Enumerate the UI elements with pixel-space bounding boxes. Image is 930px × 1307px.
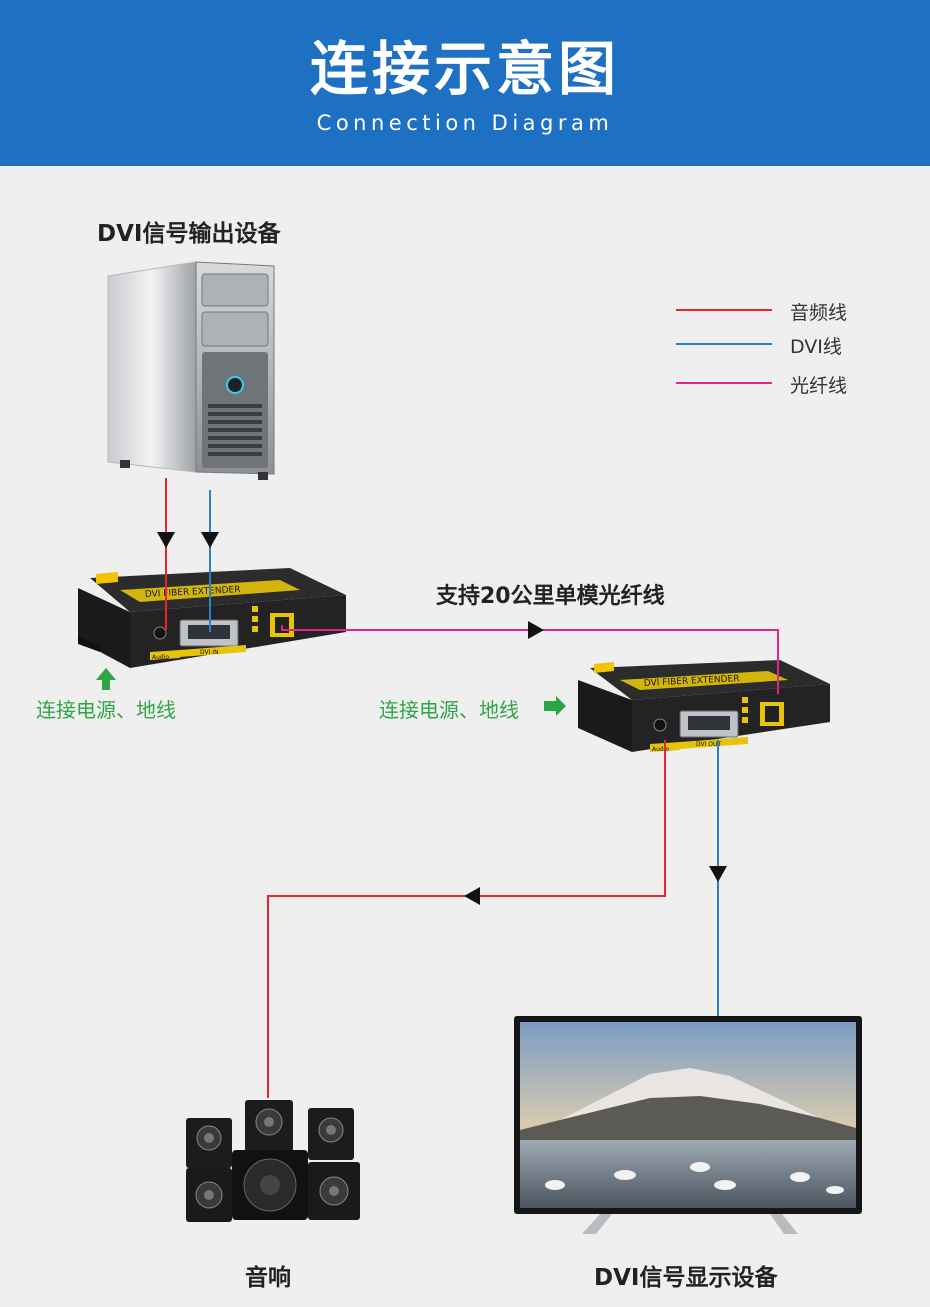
computer-tower	[107, 261, 275, 480]
arrow-up-green-icon	[96, 668, 116, 690]
legend	[676, 309, 772, 384]
tv-display	[514, 1016, 862, 1234]
speaker-label: 音响	[245, 1265, 291, 1291]
arrow-down-icon	[201, 532, 219, 548]
arrow-left-icon	[464, 887, 480, 905]
page-subtitle: Connection Diagram	[316, 111, 614, 135]
power-ground-note-right: 连接电源、地线	[379, 698, 519, 722]
receiver-extender: DVI FIBER EXTENDER Audio DVI OUT	[578, 660, 830, 753]
page-title: 连接示意图	[309, 35, 620, 103]
power-icon	[226, 376, 244, 394]
power-ground-note-left: 连接电源、地线	[36, 698, 176, 722]
legend-label-audio: 音频线	[790, 302, 848, 324]
legend-label-dvi: DVI线	[790, 336, 842, 358]
source-device-label: DVI信号输出设备	[97, 221, 281, 247]
arrow-down-icon	[157, 532, 175, 548]
receiver-audio-port-label: Audio	[652, 746, 669, 753]
header-banner: 连接示意图 Connection Diagram	[0, 0, 930, 166]
speaker-set	[186, 1100, 360, 1222]
transmitter-dvi-port-label: DVI IN	[200, 649, 219, 656]
receiver-dvi-port-label: DVI OUT	[696, 741, 721, 748]
display-device-label: DVI信号显示设备	[594, 1265, 778, 1291]
connection-lines	[157, 478, 779, 1098]
transmitter-extender: DVI FIBER EXTENDER Audio DVI IN	[78, 568, 346, 668]
fiber-support-label: 支持20公里单模光纤线	[436, 584, 665, 609]
legend-label-fiber: 光纤线	[790, 375, 848, 397]
arrow-right-green-icon	[544, 696, 566, 716]
arrow-right-icon	[528, 621, 544, 639]
transmitter-audio-port-label: Audio	[152, 654, 169, 661]
arrow-down-icon	[709, 866, 727, 882]
